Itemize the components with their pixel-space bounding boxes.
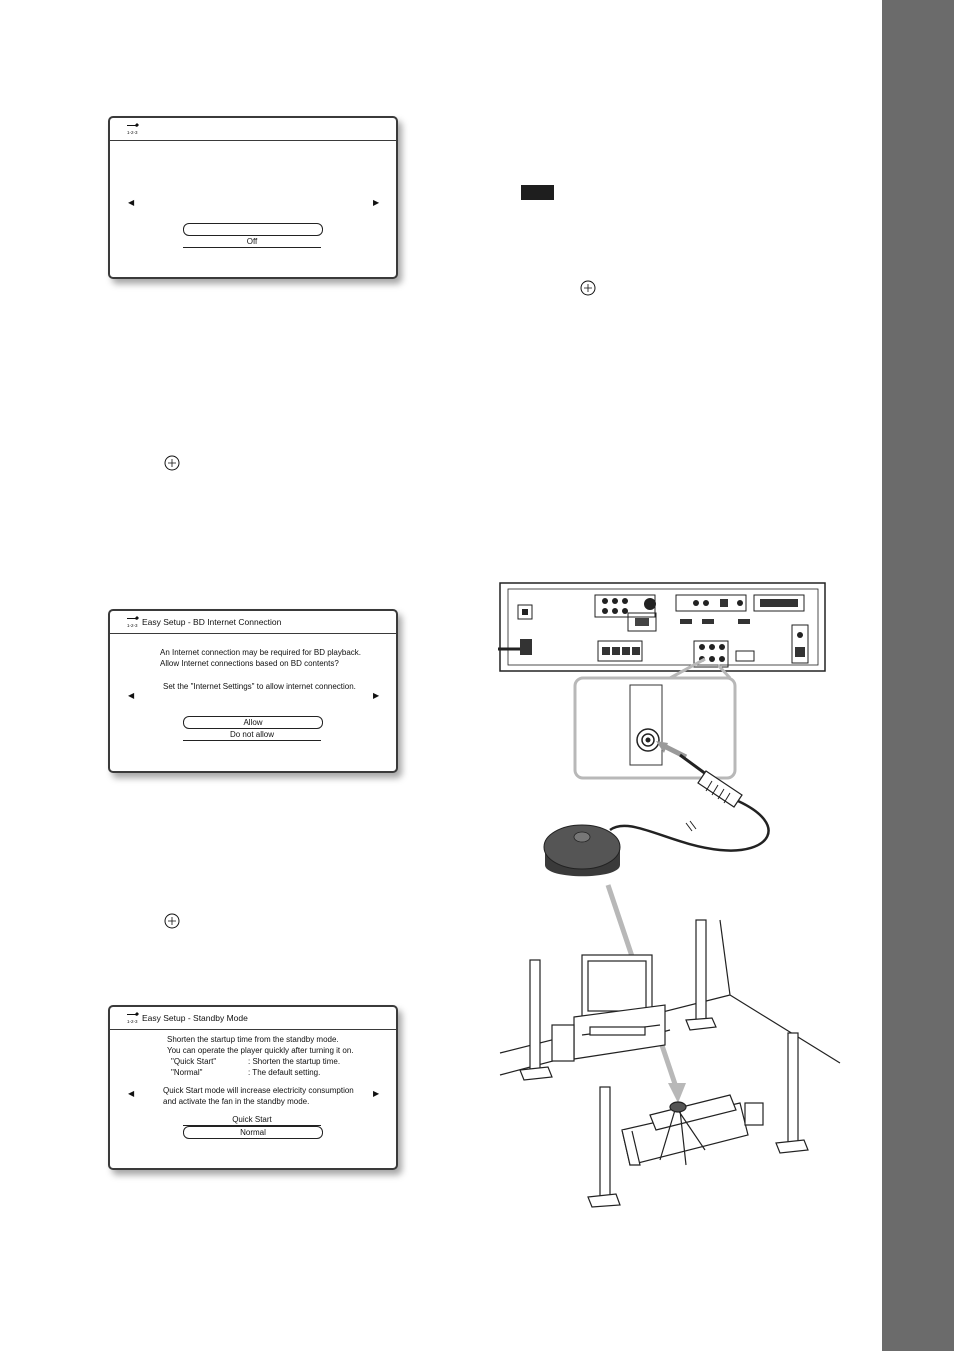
calibration-microphone [543,824,621,877]
receiver-rear-panel [498,582,826,672]
message-line: Allow Internet connections based on BD c… [160,659,339,668]
svg-text:1-2-3: 1-2-3 [127,1019,138,1024]
panel-header: 1-2-3 Easy Setup - Standby Mode [110,1007,396,1030]
svg-text:1-2-3: 1-2-3 [127,623,138,628]
normal-desc: : The default setting. [248,1068,321,1077]
panel-header: 1-2-3 Easy Setup - BD Internet Connectio… [110,611,396,634]
normal-label: "Normal" [171,1068,203,1077]
right-arrow-icon[interactable]: ▶ [373,198,380,207]
standby-mode-panel: 1-2-3 Easy Setup - Standby Mode Shorten … [108,1005,398,1170]
tool-icon: 1-2-3 [127,616,139,628]
left-arrow-icon[interactable]: ◀ [128,691,135,700]
calibration-mic-illustration [498,582,841,1208]
panel-title: Easy Setup - Standby Mode [142,1013,248,1023]
right-arrow-icon[interactable]: ▶ [373,691,380,700]
note-badge [521,185,554,200]
warning-line: and activate the fan in the standby mode… [163,1097,310,1106]
option-selected[interactable] [183,223,323,236]
bd-internet-panel: 1-2-3 Easy Setup - BD Internet Connectio… [108,609,398,773]
enter-button-icon [580,280,596,296]
quick-start-label: "Quick Start" [171,1057,217,1066]
room-scene [499,919,841,1208]
option-allow[interactable]: Allow [183,716,323,729]
enter-button-icon [164,455,180,471]
panel-header: 1-2-3 [110,118,396,141]
quick-start-desc: : Shorten the startup time. [248,1057,341,1066]
tool-icon: 1-2-3 [127,123,139,135]
panel-title: Easy Setup - BD Internet Connection [142,617,282,627]
message-line: You can operate the player quickly after… [167,1046,354,1055]
message-line: Set the "Internet Settings" to allow int… [163,682,356,691]
tool-icon: 1-2-3 [127,1012,139,1024]
left-arrow-icon[interactable]: ◀ [128,1089,135,1098]
enter-button-icon [164,913,180,929]
left-arrow-icon[interactable]: ◀ [128,198,135,207]
setup-panel-top: 1-2-3 ◀ ▶ Off [108,116,398,279]
option-normal[interactable]: Normal [183,1126,323,1139]
option-off[interactable]: Off [183,236,321,248]
side-section-tab [882,0,954,1351]
message-line: An Internet connection may be required f… [160,648,361,657]
option-quick-start[interactable]: Quick Start [183,1114,321,1126]
warning-line: Quick Start mode will increase electrici… [163,1086,354,1095]
message-line: Shorten the startup time from the standb… [167,1035,339,1044]
svg-text:1-2-3: 1-2-3 [127,130,138,135]
option-do-not-allow[interactable]: Do not allow [183,729,321,741]
right-arrow-icon[interactable]: ▶ [373,1089,380,1098]
